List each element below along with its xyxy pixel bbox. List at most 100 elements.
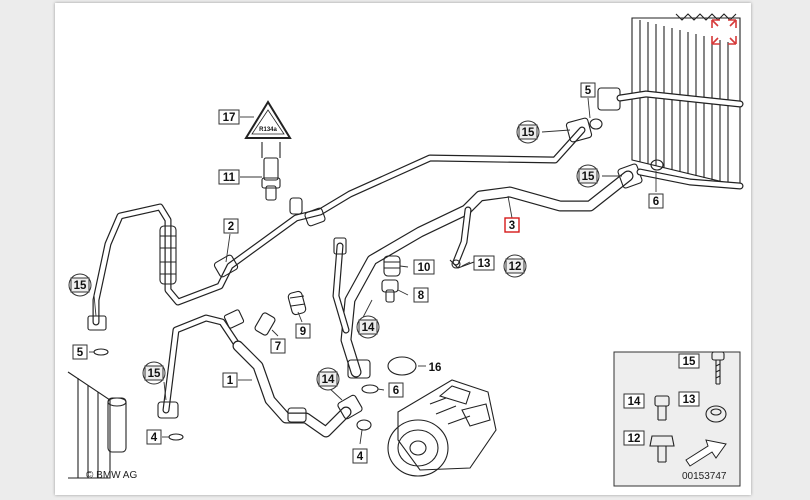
callout-frame (580, 82, 596, 98)
warning-label-17: R134a (244, 100, 292, 139)
callout-c14b[interactable]: 14 (316, 367, 340, 391)
callout-c6b[interactable]: 6 (648, 193, 664, 209)
leader-lines (89, 97, 657, 445)
copyright-text: © BMW AG (86, 470, 137, 481)
callout-inner-frame (318, 371, 338, 387)
radiator-fragment (67, 371, 127, 479)
callout-frame (678, 353, 700, 369)
callout-c4a[interactable]: 4 (146, 429, 162, 445)
callout-inner-frame (518, 124, 538, 140)
expand-icon[interactable] (711, 19, 737, 45)
callout-number: 8 (418, 290, 425, 302)
callout-number: 15 (148, 368, 161, 380)
callout-c13b[interactable]: 13 (678, 391, 700, 407)
pressure-switch-11 (261, 142, 281, 201)
callout-frame (623, 430, 645, 446)
callout-frame (413, 259, 435, 275)
callout-number: 13 (683, 394, 696, 406)
callout-number: 15 (582, 171, 595, 183)
callout-number: 14 (362, 322, 375, 334)
callout-inner-frame (144, 365, 164, 381)
callout-c14a[interactable]: 14 (356, 315, 380, 339)
callout-frame (648, 193, 664, 209)
callout-frame (218, 109, 240, 125)
callout-frame (473, 255, 495, 271)
callout-c14c[interactable]: 14 (623, 393, 645, 409)
callout-number: 11 (223, 172, 236, 184)
callout-c7[interactable]: 7 (270, 338, 286, 354)
parts-diagram: R134a (67, 13, 744, 487)
callout-c4b[interactable]: 4 (352, 448, 368, 464)
callout-number: 17 (223, 112, 236, 124)
callout-number: 10 (418, 262, 431, 274)
callout-c1[interactable]: 1 (222, 372, 238, 388)
callout-c17[interactable]: 17 (218, 109, 240, 125)
callout-frame (295, 323, 311, 339)
callout-number: 1 (227, 375, 234, 387)
callout-number: 14 (322, 374, 335, 386)
callout-c15a[interactable]: 15 (68, 273, 92, 297)
callout-frame (388, 382, 404, 398)
compressor-drawing (387, 379, 497, 477)
callout-frame (413, 287, 429, 303)
drawing-number: 00153747 (682, 471, 727, 482)
callout-number: 15 (683, 356, 696, 368)
callout-number: 15 (74, 280, 87, 292)
callout-c15e[interactable]: 15 (678, 353, 700, 369)
callout-inner-frame (70, 277, 90, 293)
callout-number: 6 (653, 196, 659, 208)
callout-number: 12 (509, 261, 522, 273)
callout-c3[interactable]: 3 (504, 217, 520, 233)
callout-frame (623, 393, 645, 409)
callout-c15b[interactable]: 15 (142, 361, 166, 385)
callout-frame (146, 429, 162, 445)
callout-number: 5 (585, 85, 592, 97)
callout-frame (504, 217, 520, 233)
callout-inner-frame (505, 258, 525, 274)
callout-frame (222, 372, 238, 388)
callout-c6a[interactable]: 6 (388, 382, 404, 398)
callout-frame (223, 218, 239, 234)
callout-c13a[interactable]: 13 (473, 255, 495, 271)
pipe-2-suction-line (87, 126, 586, 331)
callout-c15d[interactable]: 15 (576, 164, 600, 188)
callout-c16[interactable]: 16 (429, 362, 442, 374)
callout-number: 3 (509, 220, 515, 232)
callout-c15c[interactable]: 15 (516, 120, 540, 144)
callout-number: 2 (228, 221, 234, 233)
callout-number: 4 (151, 432, 158, 444)
parts-diagram-sheet: R134a (55, 3, 751, 495)
callout-number: 5 (77, 347, 84, 359)
callout-number: 6 (393, 385, 399, 397)
callout-c11[interactable]: 11 (218, 169, 240, 185)
callout-inner-frame (578, 168, 598, 184)
inset-fasteners-panel (613, 351, 741, 487)
callout-number: 13 (478, 258, 491, 270)
callout-c9[interactable]: 9 (295, 323, 311, 339)
callout-inner-frame (358, 319, 378, 335)
callout-c5a[interactable]: 5 (72, 344, 88, 360)
callout-number: 15 (522, 127, 535, 139)
callout-frame (352, 448, 368, 464)
pipe-1-pressure-line (157, 309, 363, 438)
callout-c12b[interactable]: 12 (623, 430, 645, 446)
callout-c12a[interactable]: 12 (503, 254, 527, 278)
callout-number: 7 (275, 341, 281, 353)
callout-c8[interactable]: 8 (413, 287, 429, 303)
hose-3-line (332, 87, 744, 379)
callout-c10[interactable]: 10 (413, 259, 435, 275)
callout-c5b[interactable]: 5 (580, 82, 596, 98)
callout-frame (678, 391, 700, 407)
callout-number: 16 (429, 362, 442, 374)
warning-symbol-text: R134a (259, 127, 277, 133)
callout-number: 14 (628, 396, 641, 408)
seal-rings (93, 118, 664, 441)
callout-number: 12 (628, 433, 641, 445)
callout-frame (270, 338, 286, 354)
callout-frame (218, 169, 240, 185)
callout-number: 4 (357, 451, 364, 463)
callout-frame (72, 344, 88, 360)
callout-c2[interactable]: 2 (223, 218, 239, 234)
